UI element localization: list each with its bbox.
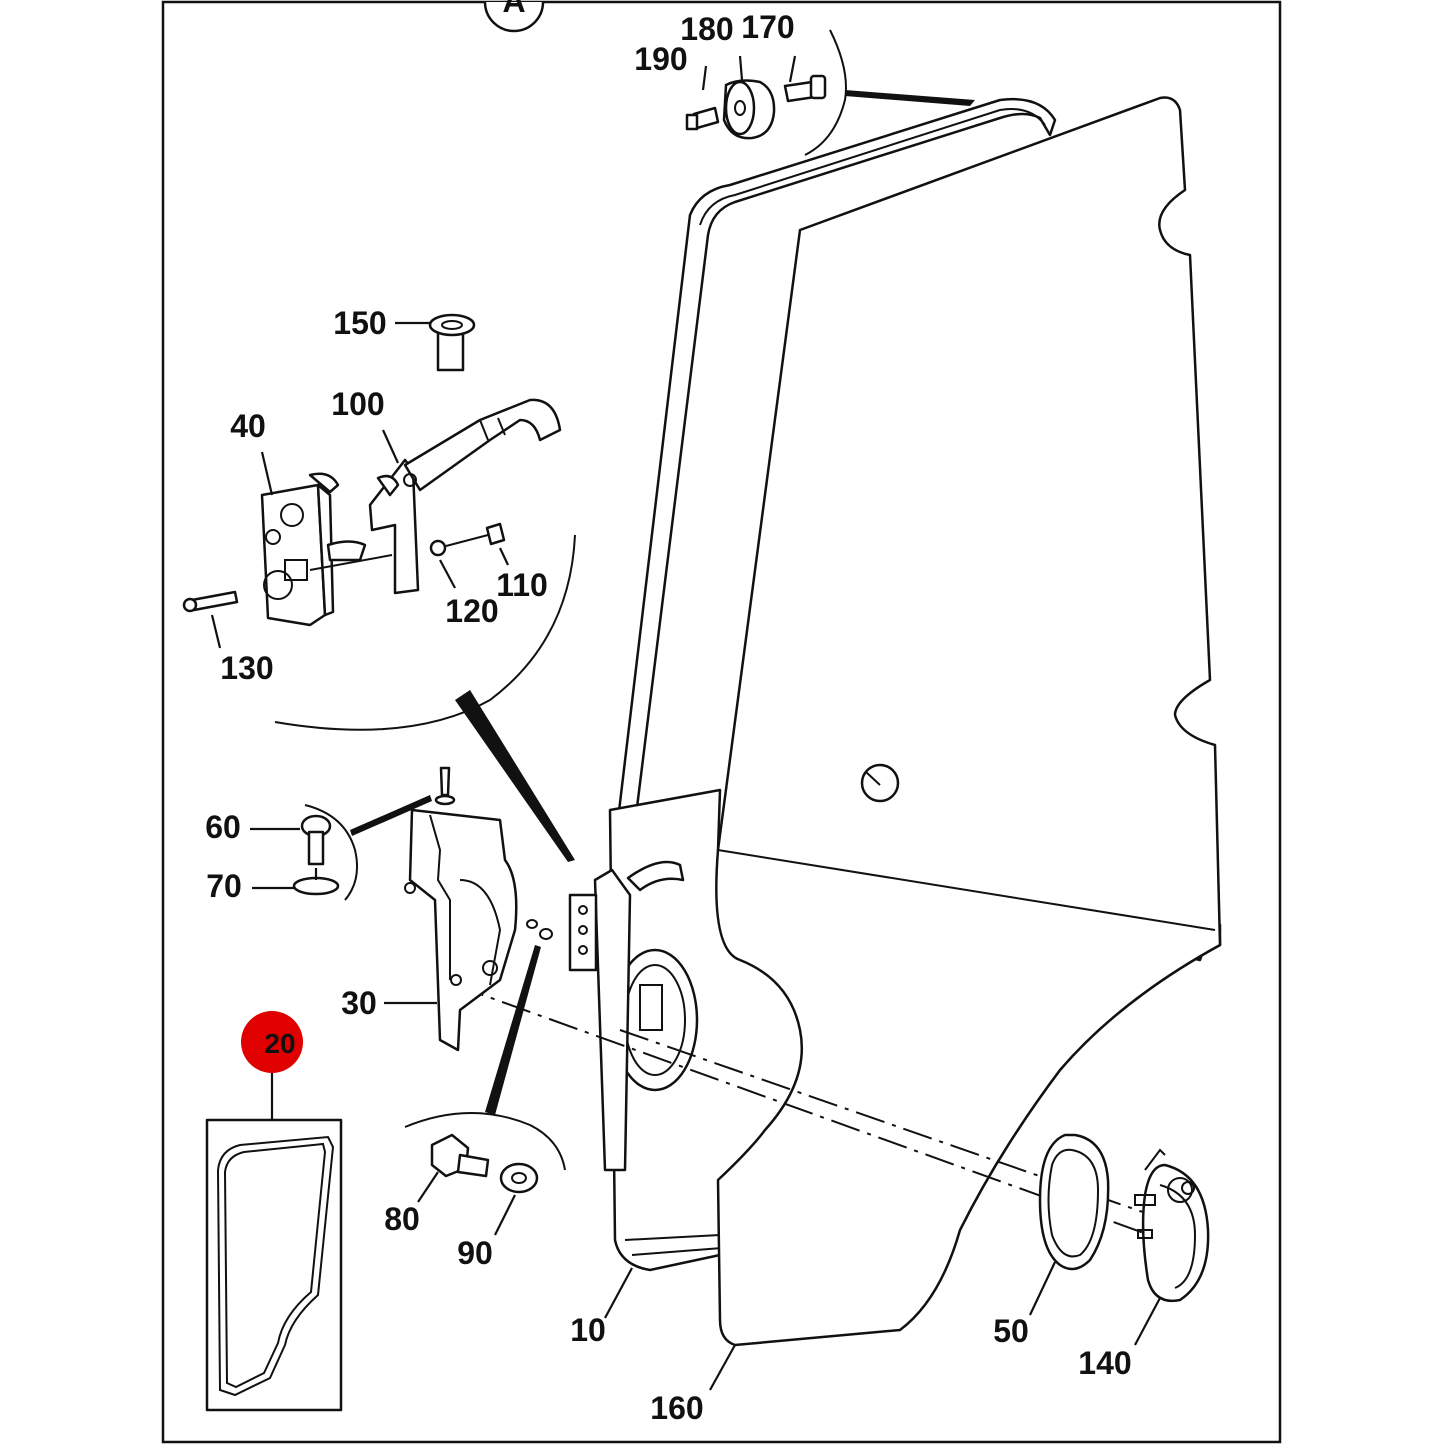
detail-arc-top [804, 29, 847, 156]
glass-pane-part-160 [715, 96, 1222, 1347]
handle-assembly-part-140 [1134, 1148, 1210, 1303]
top-detail-group [685, 29, 975, 156]
detail-arc-cover [304, 804, 358, 901]
label-160: 160 [650, 1390, 703, 1426]
detail-arrow-latch [455, 690, 575, 862]
bolt-detail-group [404, 945, 566, 1236]
label-130: 130 [220, 650, 273, 686]
detail-arc-latch [274, 534, 576, 731]
label-90: 90 [457, 1235, 493, 1271]
label-180: 180 [680, 11, 733, 47]
label-30: 30 [341, 985, 377, 1021]
label-10: 10 [570, 1312, 606, 1348]
label-110: 110 [496, 567, 548, 603]
label-70: 70 [206, 868, 242, 904]
label-80: 80 [384, 1201, 420, 1237]
label-20: 20 [264, 1028, 295, 1059]
detail-arrow-cover [350, 795, 432, 836]
label-140: 140 [1078, 1345, 1131, 1381]
detail-arrow-top [845, 90, 975, 106]
detail-arrow-bolt [485, 945, 541, 1115]
detail-arc-bolt [404, 1112, 566, 1171]
label-150: 150 [333, 305, 386, 341]
view-marker-label: A [502, 0, 525, 19]
label-40: 40 [230, 408, 266, 444]
hinge-cover-group [250, 766, 553, 1052]
label-190: 190 [634, 41, 687, 77]
label-170: 170 [741, 9, 794, 45]
leader-50 [1029, 1261, 1056, 1316]
leader-160 [709, 1344, 736, 1391]
latch-detail-group [182, 313, 576, 862]
label-60: 60 [205, 809, 241, 845]
label-100: 100 [331, 386, 384, 422]
highlight-marker [241, 1011, 303, 1073]
label-50: 50 [993, 1313, 1029, 1349]
diagram-frame [161, 0, 1282, 1444]
leader-140 [1134, 1297, 1161, 1346]
seal-ring-part-50 [1038, 1133, 1110, 1271]
label-120: 120 [445, 593, 498, 629]
view-marker: A [483, 0, 545, 33]
leader-10 [604, 1267, 633, 1319]
seal-inset-part-20 [205, 1011, 343, 1412]
